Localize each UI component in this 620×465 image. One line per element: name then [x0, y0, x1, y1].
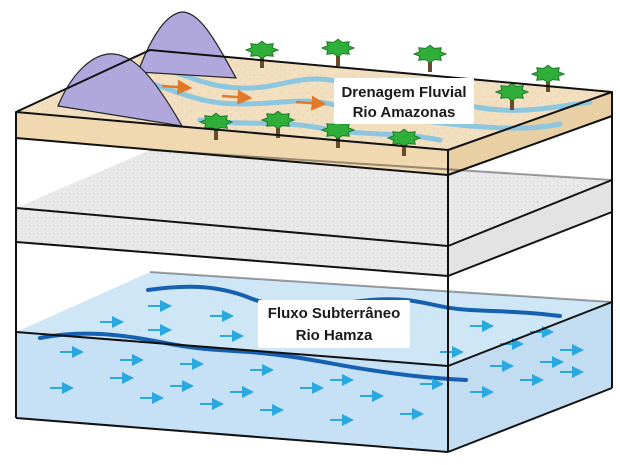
underground-label-line2: Rio Hamza: [296, 327, 373, 344]
arrow-right-icon: [295, 95, 327, 111]
mountain-icon: [57, 53, 184, 127]
arrow-right-icon: [221, 89, 253, 105]
surface-label-line2: Rio Amazonas: [353, 104, 456, 121]
underground-channel-lower: [38, 331, 468, 382]
mountains: [57, 11, 238, 127]
sand-side-face: [448, 180, 612, 276]
arrow-right-icon: [161, 79, 193, 95]
tree-icon: [412, 44, 448, 72]
tree-icon: [260, 110, 296, 138]
aquifer-side-face: [448, 302, 612, 452]
tree-icon: [494, 82, 530, 110]
surface-label: Drenagem Fluvial Rio Amazonas: [334, 78, 474, 124]
surface-front-face: [16, 112, 448, 175]
sand-top-face: [16, 150, 612, 246]
mountain-icon: [137, 11, 238, 79]
sand-front-face: [16, 208, 448, 276]
tree-icon: [198, 112, 234, 140]
surface-flow-arrows: [161, 79, 327, 111]
tree-icon: [386, 128, 422, 156]
tree-icon: [320, 38, 356, 66]
tree-icon: [530, 64, 566, 92]
underground-label: Fluxo Subterrâneo Rio Hamza: [258, 300, 410, 348]
sand-layer: [16, 150, 612, 276]
surface-label-line1: Drenagem Fluvial: [341, 84, 466, 101]
surface-side-face: [448, 92, 612, 175]
underground-label-line1: Fluxo Subterrâneo: [268, 305, 401, 322]
